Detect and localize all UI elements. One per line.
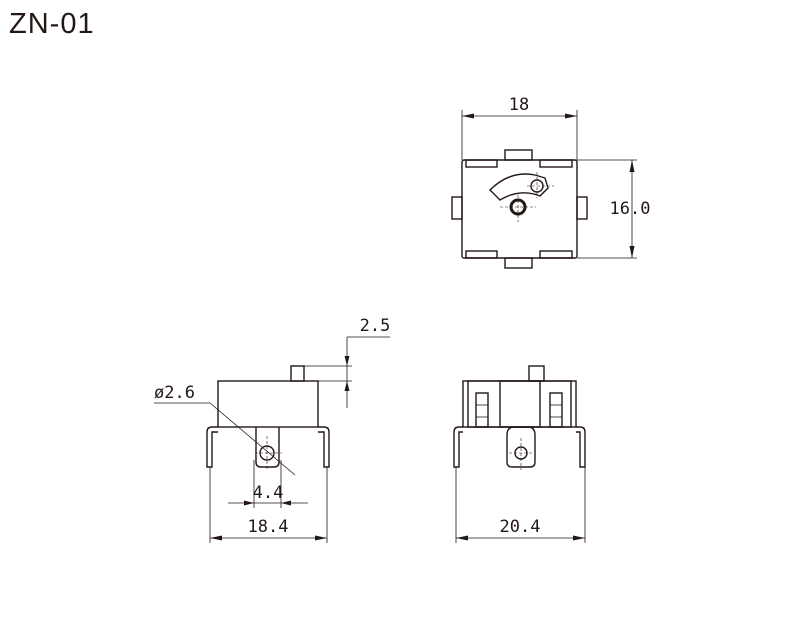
- top-view: 18 16.0: [451, 95, 651, 269]
- dim-hole-diameter: ø2.6: [154, 383, 195, 403]
- dim-shaft-height: 2.5: [360, 316, 391, 336]
- dim-lead-span-front: 20.4: [500, 517, 541, 537]
- dim-lead-span-side: 18.4: [248, 517, 289, 537]
- dim-width-18: 18: [509, 95, 529, 115]
- drawing-title: ZN-01: [9, 8, 95, 40]
- front-view: 20.4: [453, 365, 586, 543]
- side-view: 2.5 ø2.6 4.4 18.4: [154, 316, 390, 543]
- dim-height-16: 16.0: [610, 199, 651, 219]
- dim-tab-width: 4.4: [253, 483, 284, 503]
